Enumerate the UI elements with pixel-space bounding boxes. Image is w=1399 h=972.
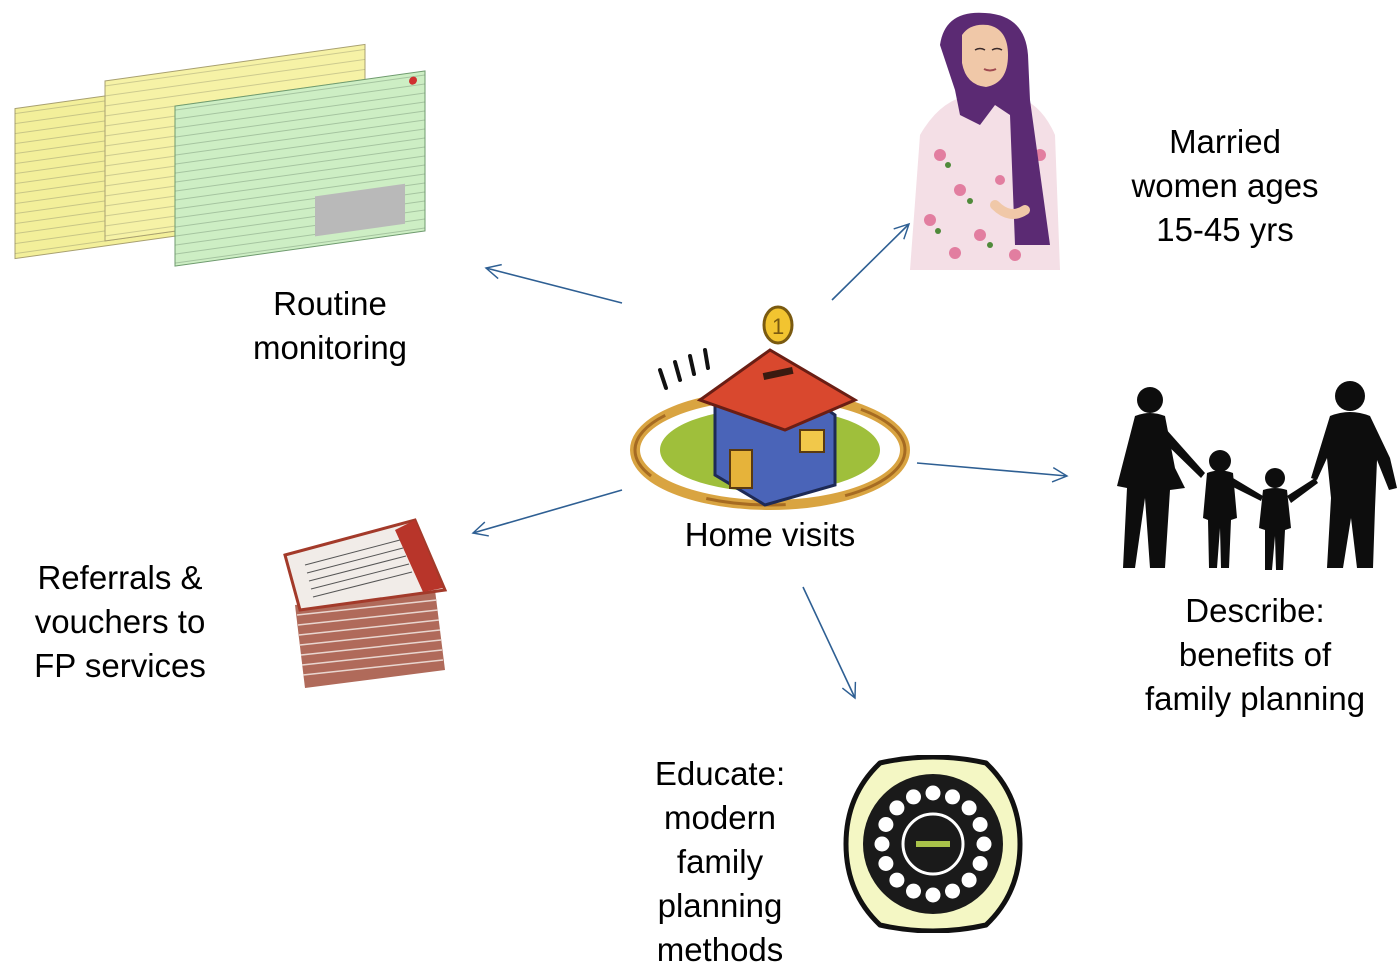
monitoring-label-line-1: Routine bbox=[273, 285, 387, 322]
referrals-label: Referrals & vouchers to FP services bbox=[5, 556, 235, 688]
svg-text:1: 1 bbox=[772, 314, 784, 339]
pill-dot bbox=[976, 836, 992, 852]
pill-dot bbox=[878, 856, 894, 871]
arrow-to-women bbox=[831, 222, 911, 301]
house-with-coin-icon: 1 bbox=[630, 305, 910, 510]
educate-label-line-1: Educate: bbox=[654, 755, 786, 792]
pill-dot bbox=[925, 887, 941, 903]
pill-dot bbox=[906, 883, 921, 899]
center-label: Home visits bbox=[640, 513, 900, 557]
voucher-stack-icon bbox=[283, 518, 448, 688]
educate-label-line-2: modern bbox=[664, 799, 776, 836]
family-label-line-3: family planning bbox=[1144, 680, 1366, 717]
pill-dot bbox=[889, 872, 905, 888]
women-label-line-1: Married bbox=[1169, 123, 1281, 160]
referrals-label-line-2: vouchers to bbox=[34, 603, 206, 640]
pill-dot bbox=[961, 872, 977, 888]
arrow-to-referrals bbox=[471, 489, 623, 537]
pill-dot bbox=[972, 856, 988, 871]
referrals-label-line-1: Referrals & bbox=[37, 559, 203, 596]
educate-label-line-5: methods bbox=[656, 931, 784, 968]
women-label-line-2: women ages bbox=[1131, 167, 1319, 204]
family-label-line-1: Describe: bbox=[1185, 592, 1325, 629]
pill-dot bbox=[906, 789, 921, 805]
pill-dot bbox=[889, 800, 905, 816]
women-label-line-3: 15-45 yrs bbox=[1156, 211, 1294, 248]
educate-label-line-4: planning bbox=[657, 887, 783, 924]
women-label: Married women ages 15-45 yrs bbox=[1105, 120, 1345, 252]
monitoring-label: Routine monitoring bbox=[200, 282, 460, 370]
pill-pack-icon bbox=[843, 755, 1023, 933]
monitoring-forms-icon bbox=[14, 43, 426, 267]
pill-dot bbox=[961, 800, 977, 816]
woman-in-headscarf-icon bbox=[910, 12, 1060, 270]
educate-label-line-3: family bbox=[676, 843, 764, 880]
educate-label: Educate: modern family planning methods bbox=[640, 752, 800, 972]
pill-dot bbox=[945, 883, 960, 899]
referrals-label-line-3: FP services bbox=[34, 647, 206, 684]
arrow-to-monitoring bbox=[484, 263, 623, 304]
monitoring-label-line-2: monitoring bbox=[252, 329, 408, 366]
family-label-line-2: benefits of bbox=[1178, 636, 1332, 673]
pill-dot bbox=[945, 789, 960, 805]
center-label-text: Home visits bbox=[684, 516, 856, 553]
pill-dot bbox=[874, 836, 890, 852]
pill-dot bbox=[925, 785, 941, 801]
family-silhouette-icon bbox=[1117, 381, 1397, 570]
family-label: Describe: benefits of family planning bbox=[1115, 589, 1395, 721]
pill-dot bbox=[878, 817, 894, 832]
arrow-to-educate bbox=[802, 586, 857, 700]
arrow-to-family bbox=[916, 462, 1069, 483]
pill-dot bbox=[972, 817, 988, 832]
